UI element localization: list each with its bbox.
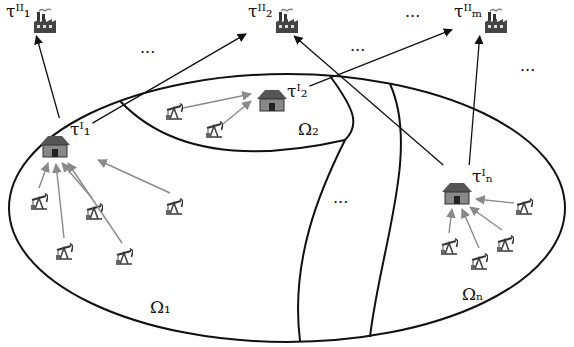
region-label: Ω₂ bbox=[298, 120, 319, 140]
factory-icon bbox=[34, 9, 56, 33]
factory-icon bbox=[276, 9, 298, 33]
supply-leader bbox=[449, 209, 452, 233]
factory-node: τᴵᴵₘ bbox=[452, 0, 510, 36]
supply-leader bbox=[183, 94, 251, 108]
warehouse-icon bbox=[257, 90, 287, 111]
node-label: τᴵᴵ₂ bbox=[248, 2, 273, 22]
region-area: τᴵ₁ Ω₁ bbox=[14, 110, 314, 342]
factory-icon bbox=[485, 9, 507, 33]
ellipsis-label: ... bbox=[140, 40, 155, 56]
factory-icon bbox=[484, 8, 508, 34]
supply-leader bbox=[223, 101, 251, 124]
warehouse-icon bbox=[442, 183, 472, 204]
region-label: Ωₙ bbox=[462, 285, 483, 305]
ellipsis-label: ... bbox=[333, 190, 348, 206]
factory-node: τᴵᴵ₂ bbox=[246, 0, 301, 36]
warehouse-icon bbox=[40, 136, 70, 157]
pump-icon bbox=[166, 199, 183, 215]
pump-icon bbox=[441, 239, 458, 255]
warehouse-icon bbox=[40, 134, 70, 158]
node-label: τᴵ₁ bbox=[70, 120, 90, 140]
supply-leader bbox=[56, 164, 64, 238]
area-outline bbox=[9, 74, 565, 342]
ellipsis-label: ... bbox=[350, 38, 365, 54]
region-border bbox=[120, 101, 345, 151]
node-label: τᴵ₂ bbox=[287, 82, 307, 102]
factory-icon bbox=[275, 8, 299, 34]
supply-arrow bbox=[294, 36, 443, 165]
supply-leader bbox=[98, 160, 170, 193]
warehouse-node: τᴵ₁ bbox=[38, 118, 92, 160]
factory-icon bbox=[33, 8, 57, 34]
supply-leaders bbox=[39, 94, 514, 248]
warehouse-node: τᴵₙ bbox=[440, 165, 495, 207]
supply-arrow bbox=[469, 36, 479, 165]
node-label: τᴵᴵₘ bbox=[454, 2, 482, 22]
warehouse-icon bbox=[257, 88, 287, 112]
ellipsis-label: ... bbox=[405, 4, 420, 20]
region-label: Ω₁ bbox=[150, 298, 171, 318]
pump-icon bbox=[471, 254, 488, 270]
supply-arrow bbox=[92, 34, 246, 123]
pump-icons bbox=[31, 104, 533, 270]
warehouse-icon bbox=[442, 181, 472, 205]
pump-icon bbox=[166, 104, 183, 120]
pump-icon bbox=[516, 199, 533, 215]
pump-icon bbox=[206, 122, 223, 138]
supply-arrow bbox=[309, 30, 452, 87]
node-label: τᴵₙ bbox=[472, 167, 493, 187]
region-area: τᴵ₂ Ω₂ bbox=[120, 76, 360, 176]
warehouse-node: τᴵ₂ bbox=[255, 80, 309, 114]
region-border bbox=[370, 84, 401, 337]
factory-node: τᴵᴵ₁ bbox=[4, 0, 59, 36]
node-label: τᴵᴵ₁ bbox=[6, 2, 31, 22]
pump-icon bbox=[56, 244, 73, 260]
supply-leader bbox=[462, 209, 479, 248]
supply-leader bbox=[476, 199, 514, 203]
pump-icon bbox=[116, 249, 133, 265]
pump-icon bbox=[31, 194, 48, 210]
region-border bbox=[298, 76, 353, 341]
supply-leader bbox=[39, 163, 48, 188]
supply-arrow bbox=[36, 36, 59, 118]
pump-icon bbox=[497, 236, 514, 252]
region-area: τᴵₙΩₙ bbox=[385, 100, 560, 330]
ellipsis-label: ... bbox=[520, 58, 535, 74]
supply-leader bbox=[68, 163, 122, 243]
supply-leader bbox=[470, 207, 502, 230]
